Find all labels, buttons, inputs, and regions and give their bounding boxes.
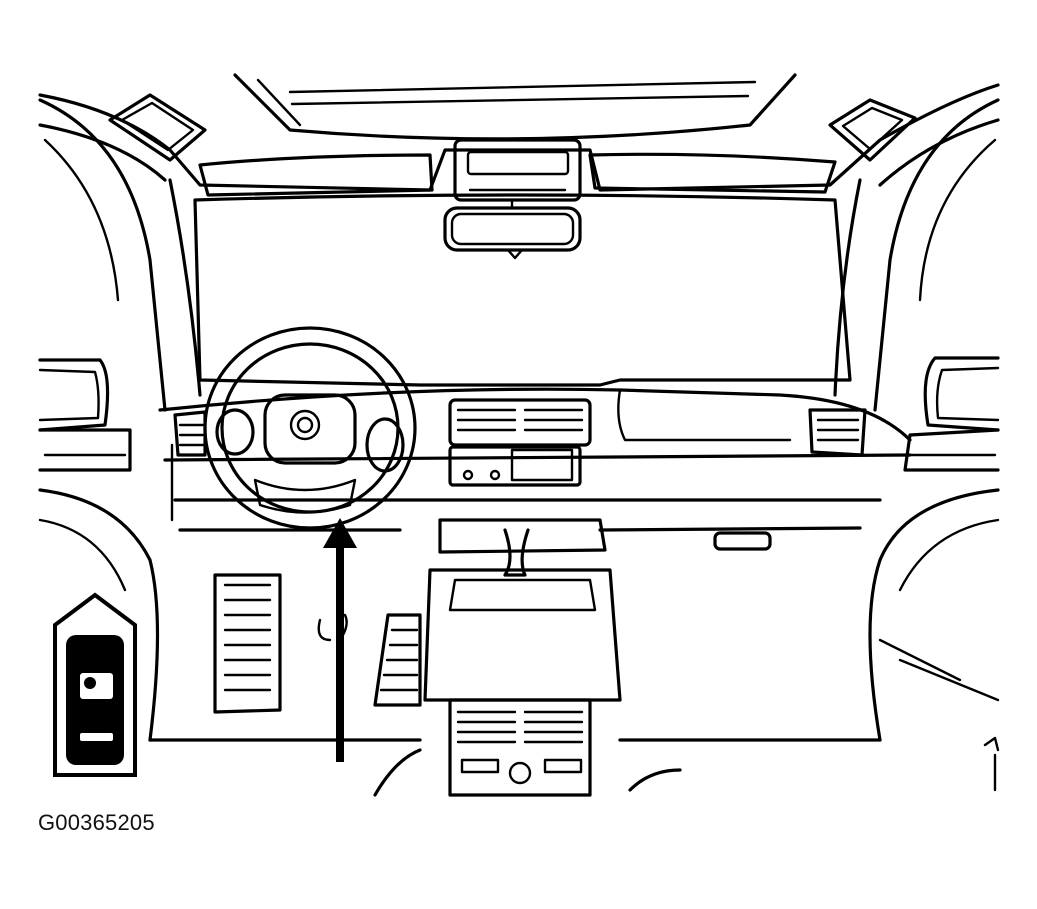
a-pillar-right: [833, 98, 1000, 412]
glovebox-handle: [713, 531, 772, 551]
sunroof: [233, 73, 797, 141]
overhead-console: [453, 138, 582, 202]
pedal-brake: [213, 573, 282, 714]
steering-wheel: [203, 326, 417, 530]
door-trim-right: [868, 428, 1000, 742]
overhead-vent-left: [108, 93, 207, 162]
side-mirror-right: [923, 356, 1000, 432]
edge-marker: [983, 736, 1000, 792]
sun-visor-left: [198, 153, 434, 197]
roof-headliner: [38, 83, 1000, 192]
center-vents: [448, 398, 592, 447]
floor: [148, 613, 882, 797]
windshield: [193, 193, 852, 387]
figure-id-label: G00365205: [38, 810, 155, 835]
sun-visor-right: [588, 152, 837, 194]
vehicle-top-view-icon: [53, 592, 137, 777]
side-mirror-left: [38, 358, 110, 432]
dash-vent-right: [808, 408, 867, 457]
center-console: [423, 518, 622, 797]
door-trim-left: [38, 428, 160, 742]
dashboard: [158, 387, 912, 532]
up-arrow-icon: [323, 518, 357, 762]
rearview-mirror: [443, 198, 582, 260]
pedal-accelerator: [373, 613, 422, 707]
overhead-vent-right: [828, 98, 917, 162]
center-display: [448, 445, 582, 487]
a-pillar-left: [38, 98, 202, 412]
dash-vent-left: [173, 410, 207, 457]
